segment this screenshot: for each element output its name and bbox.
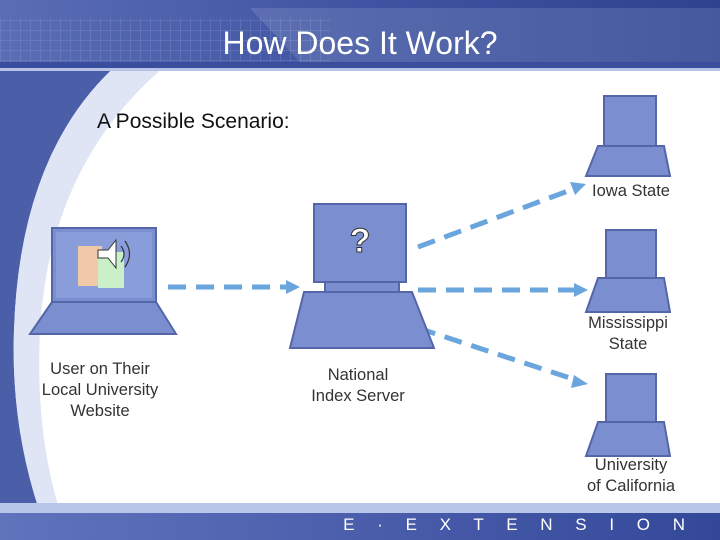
mississippi-label: Mississippi State	[588, 314, 668, 353]
slide-title: How Does It Work?	[222, 25, 498, 61]
arrowhead-california	[571, 375, 588, 388]
california-label: University of California	[586, 456, 676, 495]
mississippi-computer-icon	[584, 229, 672, 313]
arrow-server-to-iowa	[417, 185, 577, 250]
user-label: User on Their Local University Website	[41, 360, 159, 420]
footer-light-band	[0, 503, 720, 513]
server-badge: ?	[350, 222, 371, 260]
footer-band	[0, 513, 720, 540]
server-label: National Index Server	[311, 366, 405, 405]
left-frame-inner-curve	[13, 62, 170, 540]
slide-subtitle: A Possible Scenario:	[97, 110, 290, 133]
california-computer-icon	[584, 373, 672, 457]
header-grid-texture	[0, 18, 330, 62]
arrow-heads	[286, 182, 588, 388]
arrowhead-iowa	[570, 182, 586, 195]
iowa-computer-icon	[584, 95, 672, 177]
iowa-label: Iowa State	[592, 182, 670, 200]
arrowhead-mississippi	[574, 283, 588, 297]
laptop-icon	[28, 227, 178, 335]
arrowhead-server	[286, 280, 300, 294]
header-highlight	[250, 8, 720, 62]
footer-brand: E · E X T E N S I O N	[343, 515, 694, 534]
connection-arrows	[168, 185, 577, 383]
server-computer-icon	[288, 203, 436, 349]
left-frame-curve	[0, 62, 120, 540]
header-divider	[0, 62, 720, 68]
arrow-server-to-california	[417, 325, 577, 383]
header-divider-light	[0, 68, 720, 71]
